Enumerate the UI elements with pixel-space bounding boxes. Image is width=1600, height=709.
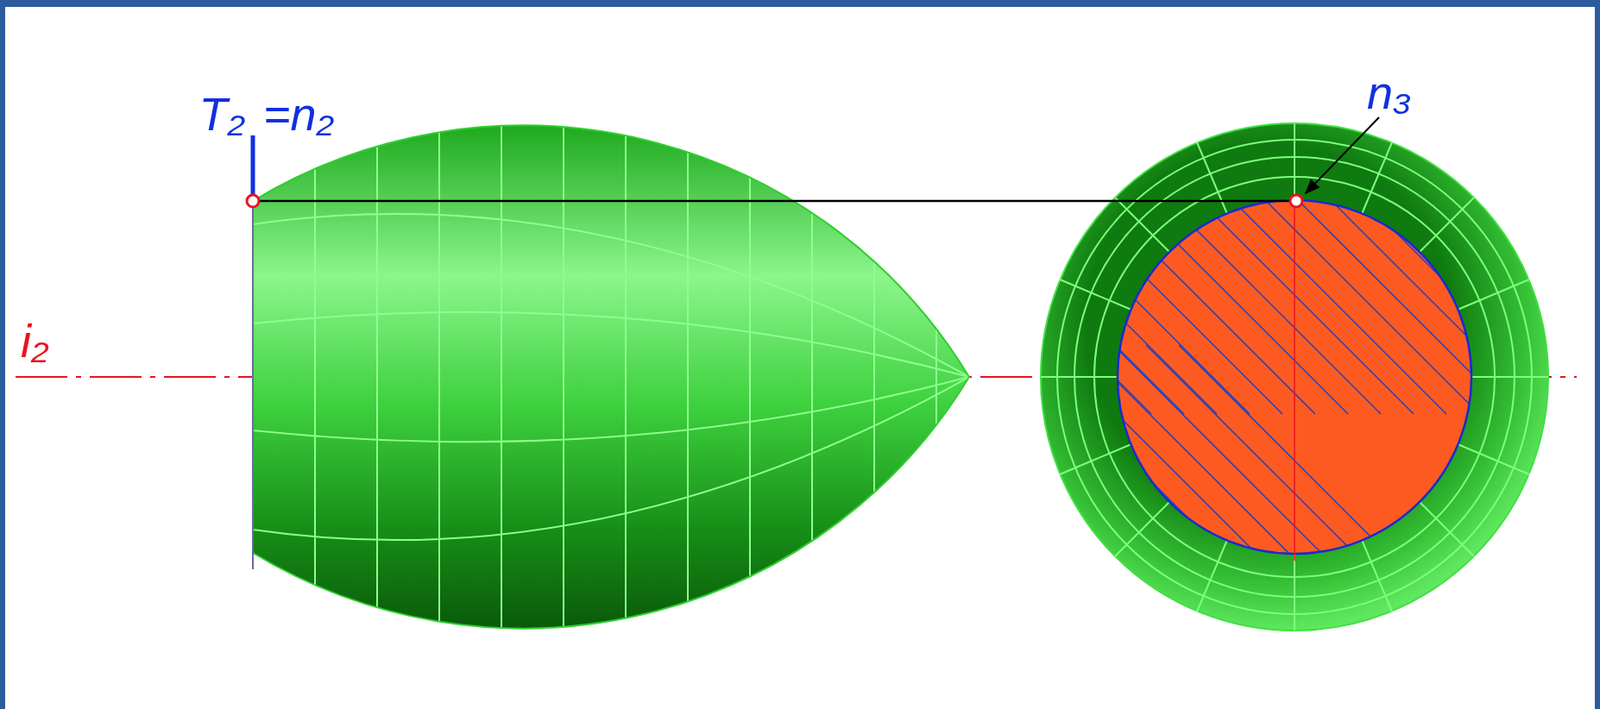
side-view: [657, 51, 1600, 708]
projection-label: n₃: [1365, 69, 1413, 116]
slide-ground: [5, 6, 1595, 709]
ogive-body: [252, 86, 970, 656]
point-marker: [1290, 195, 1303, 208]
leader-line: [1305, 117, 1380, 194]
plane-trace: [251, 135, 256, 196]
point-marker: [246, 195, 259, 208]
link-line: [252, 200, 1295, 203]
projection-label: =n₂: [261, 90, 336, 138]
plane-label: T₂: [196, 90, 247, 138]
axis-label: i₂: [18, 317, 51, 365]
